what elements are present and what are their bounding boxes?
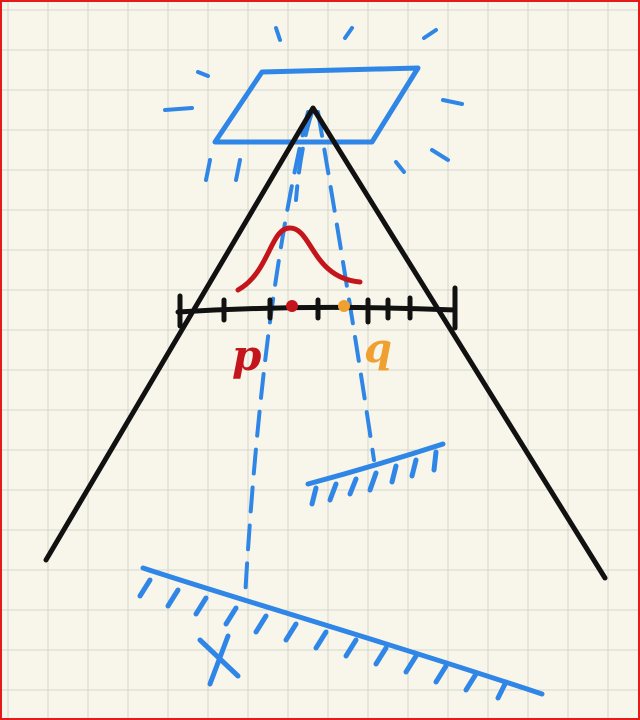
label-p: p [232,331,261,380]
glow-dashes [163,26,464,182]
view-frustum [43,105,608,581]
x-mark [197,633,241,687]
point-q-marker [338,300,350,312]
near-surface [305,441,446,507]
point-p-marker [286,300,298,312]
image-plane [212,65,421,145]
projection-rays [243,110,376,600]
gaussian-curve [235,225,363,293]
label-q: q [364,325,392,372]
far-surface [137,565,545,701]
depth-ruler [175,285,458,331]
